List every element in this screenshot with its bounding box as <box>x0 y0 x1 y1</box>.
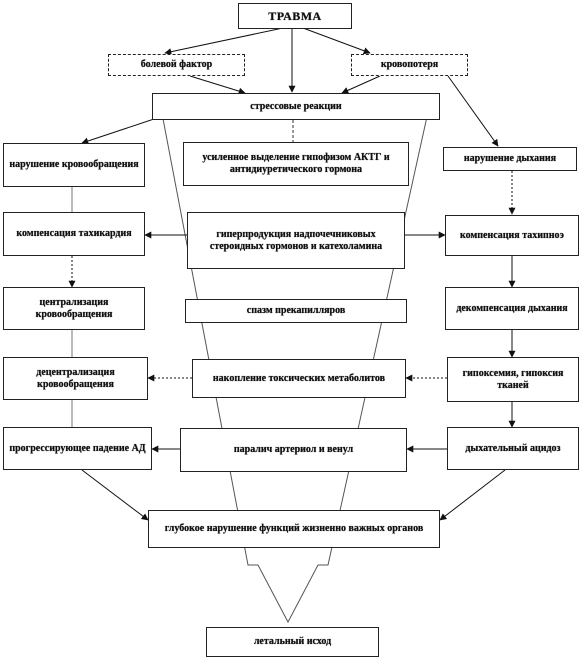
funnel-outline <box>159 102 431 624</box>
node-tachycardia: компенсация тахикардия <box>3 212 145 256</box>
node-hypoxemia: гипоксемия, гипоксия тканей <box>447 357 579 402</box>
node-toxic-metabolites: накопление токсических метаболитов <box>192 359 406 398</box>
arrow-trauma-bloodloss <box>302 27 371 55</box>
node-organ-failure: глубокое нарушение функций жизненно важн… <box>148 510 440 548</box>
node-centralization: централизация кровообращения <box>3 287 145 330</box>
node-circulation-disorder: нарушение кровообращения <box>3 143 145 187</box>
node-capillary-spasm: спазм прекапилляров <box>185 299 407 323</box>
node-blood-loss: кровопотеря <box>351 54 468 76</box>
node-breathing-disorder: нарушение дыхания <box>443 147 577 171</box>
node-breathing-decompensation: декомпенсация дыхания <box>445 287 579 330</box>
node-bp-fall: прогрессирующее падение АД <box>3 427 152 470</box>
node-respiratory-acidosis: дыхательный ацидоз <box>447 427 579 470</box>
node-pain-factor: болевой фактор <box>108 54 245 76</box>
node-stress-reactions: стрессовые реакции <box>152 93 440 120</box>
arrow-bloodloss-breath <box>447 75 499 147</box>
arrows <box>68 27 516 521</box>
node-decentralization: децентрализация кровообращения <box>3 357 148 400</box>
node-paralysis: паралич артериол и венул <box>180 428 407 472</box>
arrow-pain-stress <box>189 75 246 95</box>
arrow-bpfall-organs <box>81 469 149 521</box>
node-trauma: ТРАВМА <box>238 3 352 29</box>
arrow-acidosis-organs <box>439 469 506 521</box>
node-acth: усиленное выделение гипофизом АКТГ и ант… <box>183 142 409 186</box>
node-hormones: гиперпродукция надпочечниковых стероидны… <box>187 212 405 269</box>
node-lethal-outcome: летальный исход <box>206 627 379 657</box>
arrow-trauma-pain <box>164 27 284 56</box>
arrow-bloodloss-stress <box>341 75 381 94</box>
node-tachypnea: компенсация тахипноэ <box>445 215 579 256</box>
